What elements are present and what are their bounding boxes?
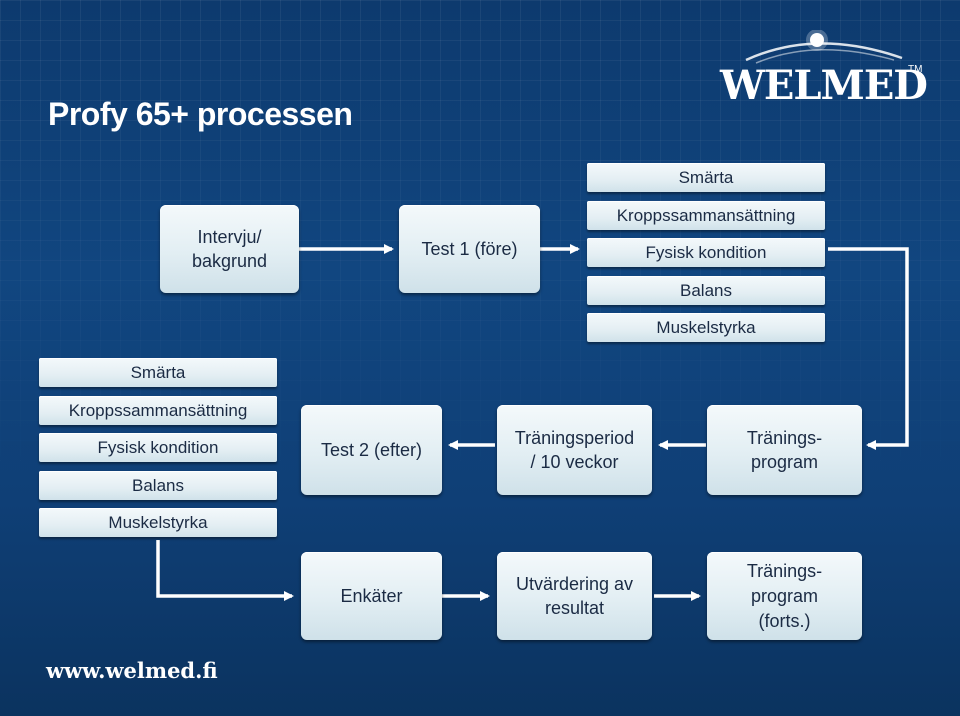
box-traningsprogram: Tränings- program <box>707 405 862 495</box>
test2-measure-balans: Balans <box>39 471 277 500</box>
box-traningsperiod: Träningsperiod / 10 veckor <box>497 405 652 495</box>
test2-measure-fysisk-kondition: Fysisk kondition <box>39 433 277 462</box>
website-url: www.welmed.fi <box>46 658 218 683</box>
logo-trademark: TM <box>908 64 923 75</box>
box-intervju: Intervju/ bakgrund <box>160 205 299 293</box>
test1-measure-smarta: Smärta <box>587 163 825 192</box>
logo-text: WELMED <box>720 62 928 109</box>
box-test1: Test 1 (före) <box>399 205 540 293</box>
arrow-measures-to-program <box>828 247 909 450</box>
page-title: Profy 65+ processen <box>48 96 353 132</box>
arrow-measures-to-enkater <box>156 540 294 601</box>
test1-measure-kroppssammansattning: Kroppssammansättning <box>587 201 825 230</box>
box-test2: Test 2 (efter) <box>301 405 442 495</box>
test2-measure-smarta: Smärta <box>39 358 277 387</box>
test2-measure-muskelstyrka: Muskelstyrka <box>39 508 277 537</box>
logo-swoosh-icon <box>745 30 903 64</box>
test1-measure-fysisk-kondition: Fysisk kondition <box>587 238 825 267</box>
box-traningsprogram-forts: Tränings- program (forts.) <box>707 552 862 640</box>
box-utvardering: Utvärdering av resultat <box>497 552 652 640</box>
test2-measure-kroppssammansattning: Kroppssammansättning <box>39 396 277 425</box>
welmed-logo: WELMED TM <box>716 30 936 110</box>
test1-measure-muskelstyrka: Muskelstyrka <box>587 313 825 342</box>
box-enkater: Enkäter <box>301 552 442 640</box>
test1-measure-balans: Balans <box>587 276 825 305</box>
